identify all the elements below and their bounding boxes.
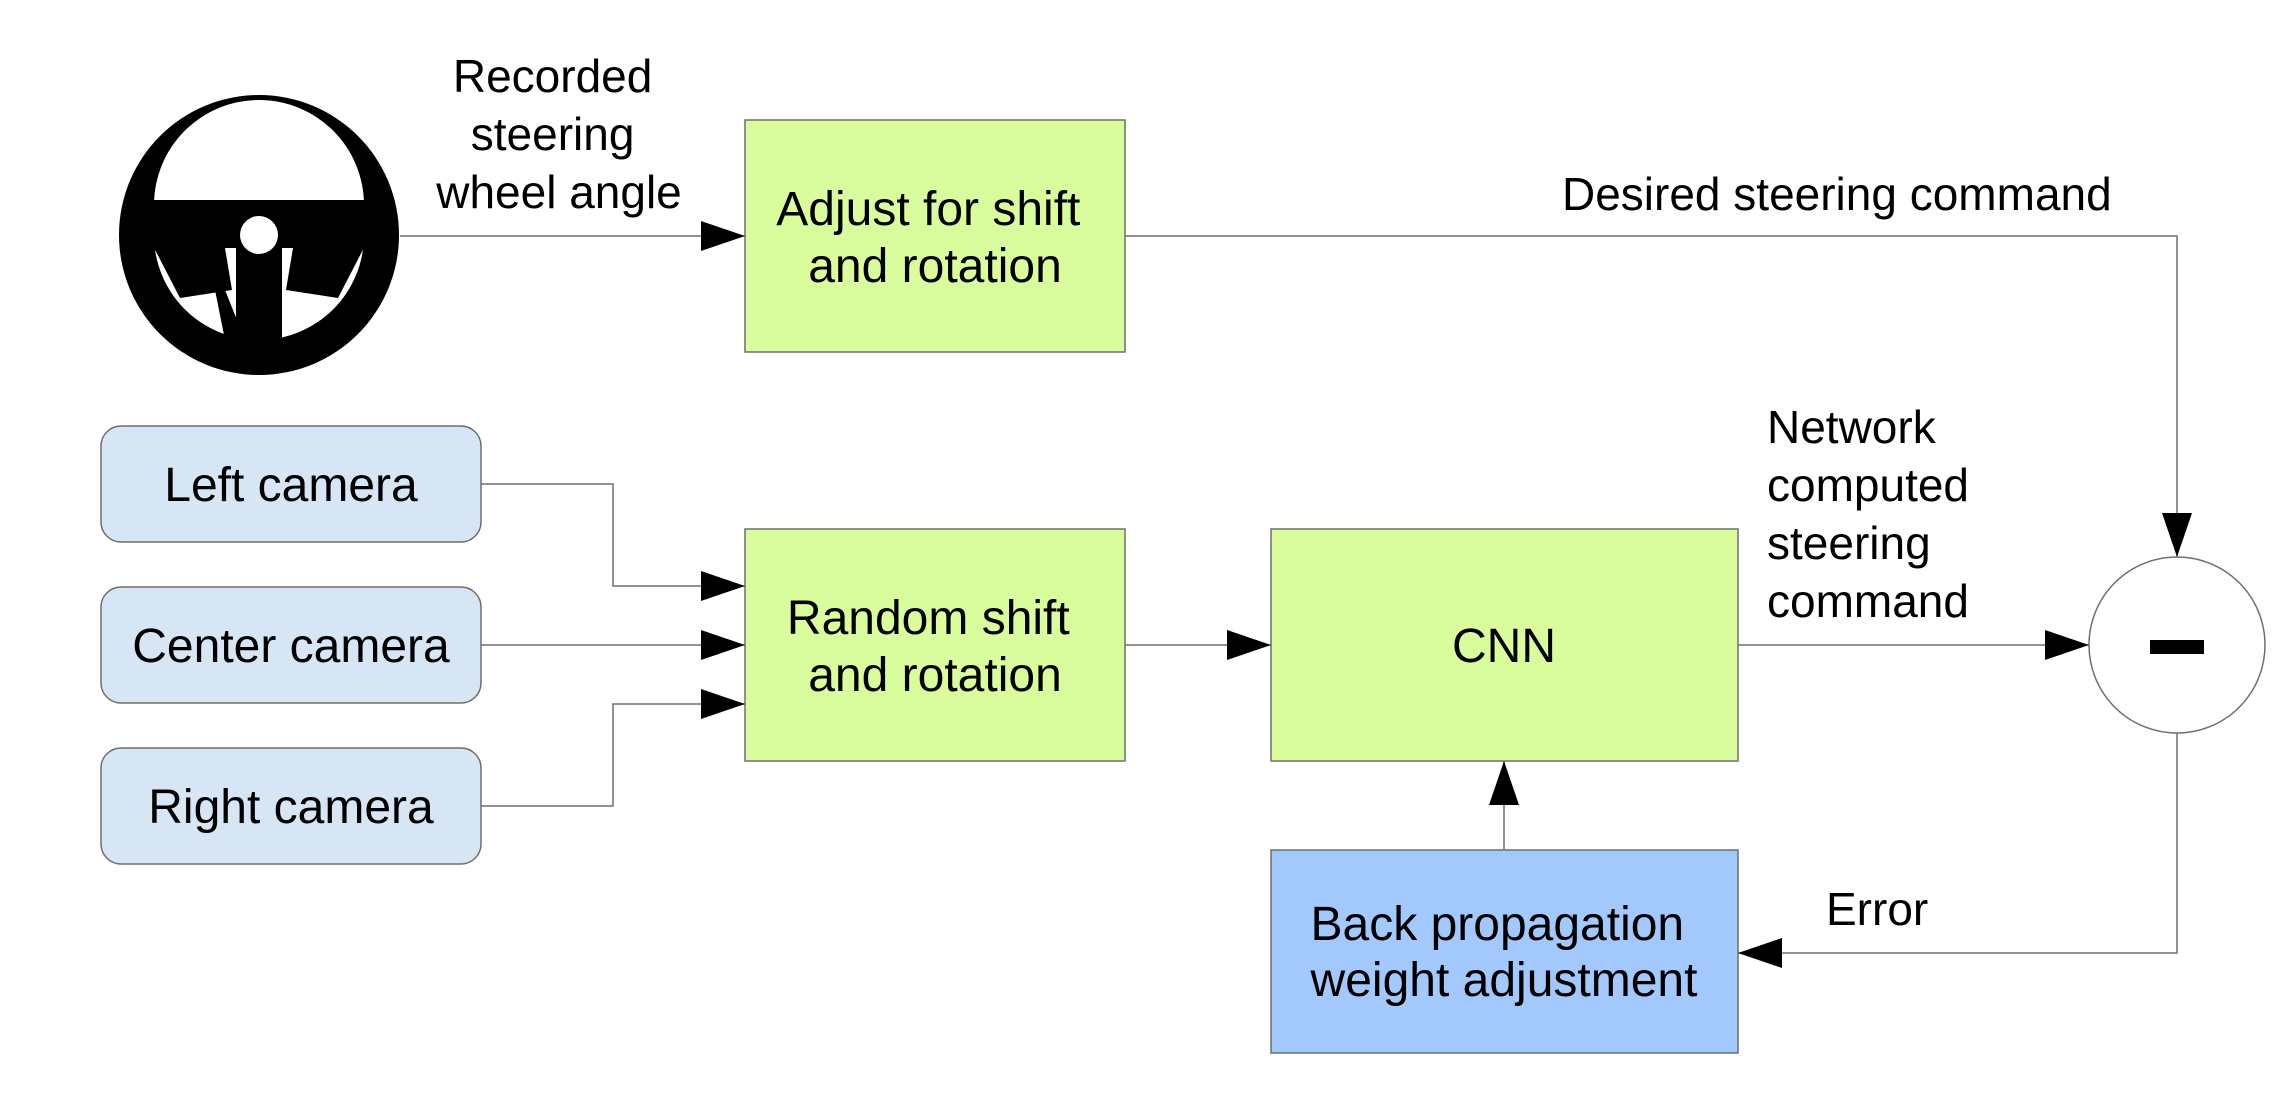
error-label: Error [1826,883,1928,935]
random-shift-box: Random shift and rotation [744,528,1126,762]
center-camera-label: Center camera [132,620,450,673]
right-camera-box: Right camera [100,747,482,865]
svg-text:Back propagation weight: Back propagation weight adjustment [1310,898,1698,1007]
adjust-box-line-1: Adjust for shift [776,183,1080,236]
desired-command-label: Desired steering command [1562,168,2112,220]
edge-adjust-to-subtract [1125,235,2192,557]
network-label-line-1: Network [1767,401,1937,453]
edge-error-feedback [1738,733,2178,968]
backprop-box-line-2: weight adjustment [1310,954,1698,1007]
svg-text:Random shift and rotatio: Random shift and rotation [787,592,1083,702]
steering-label-line-1: Recorded [453,50,652,102]
network-label-line-2: computed [1767,459,1969,511]
steering-label: Recorded steering wheel angle [435,50,682,218]
random-box-line-2: and rotation [808,649,1062,702]
network-label-line-4: command [1767,575,1969,627]
adjust-box: Adjust for shift and rotation [744,119,1126,353]
network-command-label: Network computed steering command [1767,401,1982,627]
svg-text:Adjust for shift and rot: Adjust for shift and rotation [776,183,1093,293]
network-label-line-3: steering [1767,517,1931,569]
left-camera-label: Left camera [164,459,418,512]
edge-left-camera [481,483,745,601]
backprop-box-line-1: Back propagation [1311,898,1685,951]
steering-label-line-2: steering [471,108,635,160]
left-camera-box: Left camera [100,425,482,543]
steering-wheel-icon [119,95,399,375]
steering-label-line-3: wheel angle [435,166,682,218]
cnn-box: CNN [1270,528,1739,762]
edge-right-camera [481,689,745,807]
cnn-label: CNN [1452,620,1556,673]
backprop-box: Back propagation weight adjustment [1270,849,1739,1054]
random-box-line-1: Random shift [787,592,1070,645]
adjust-box-line-2: and rotation [808,240,1062,293]
right-camera-label: Right camera [148,781,434,834]
center-camera-box: Center camera [100,586,482,704]
subtract-node [2088,556,2266,734]
minus-sign [2150,640,2204,654]
